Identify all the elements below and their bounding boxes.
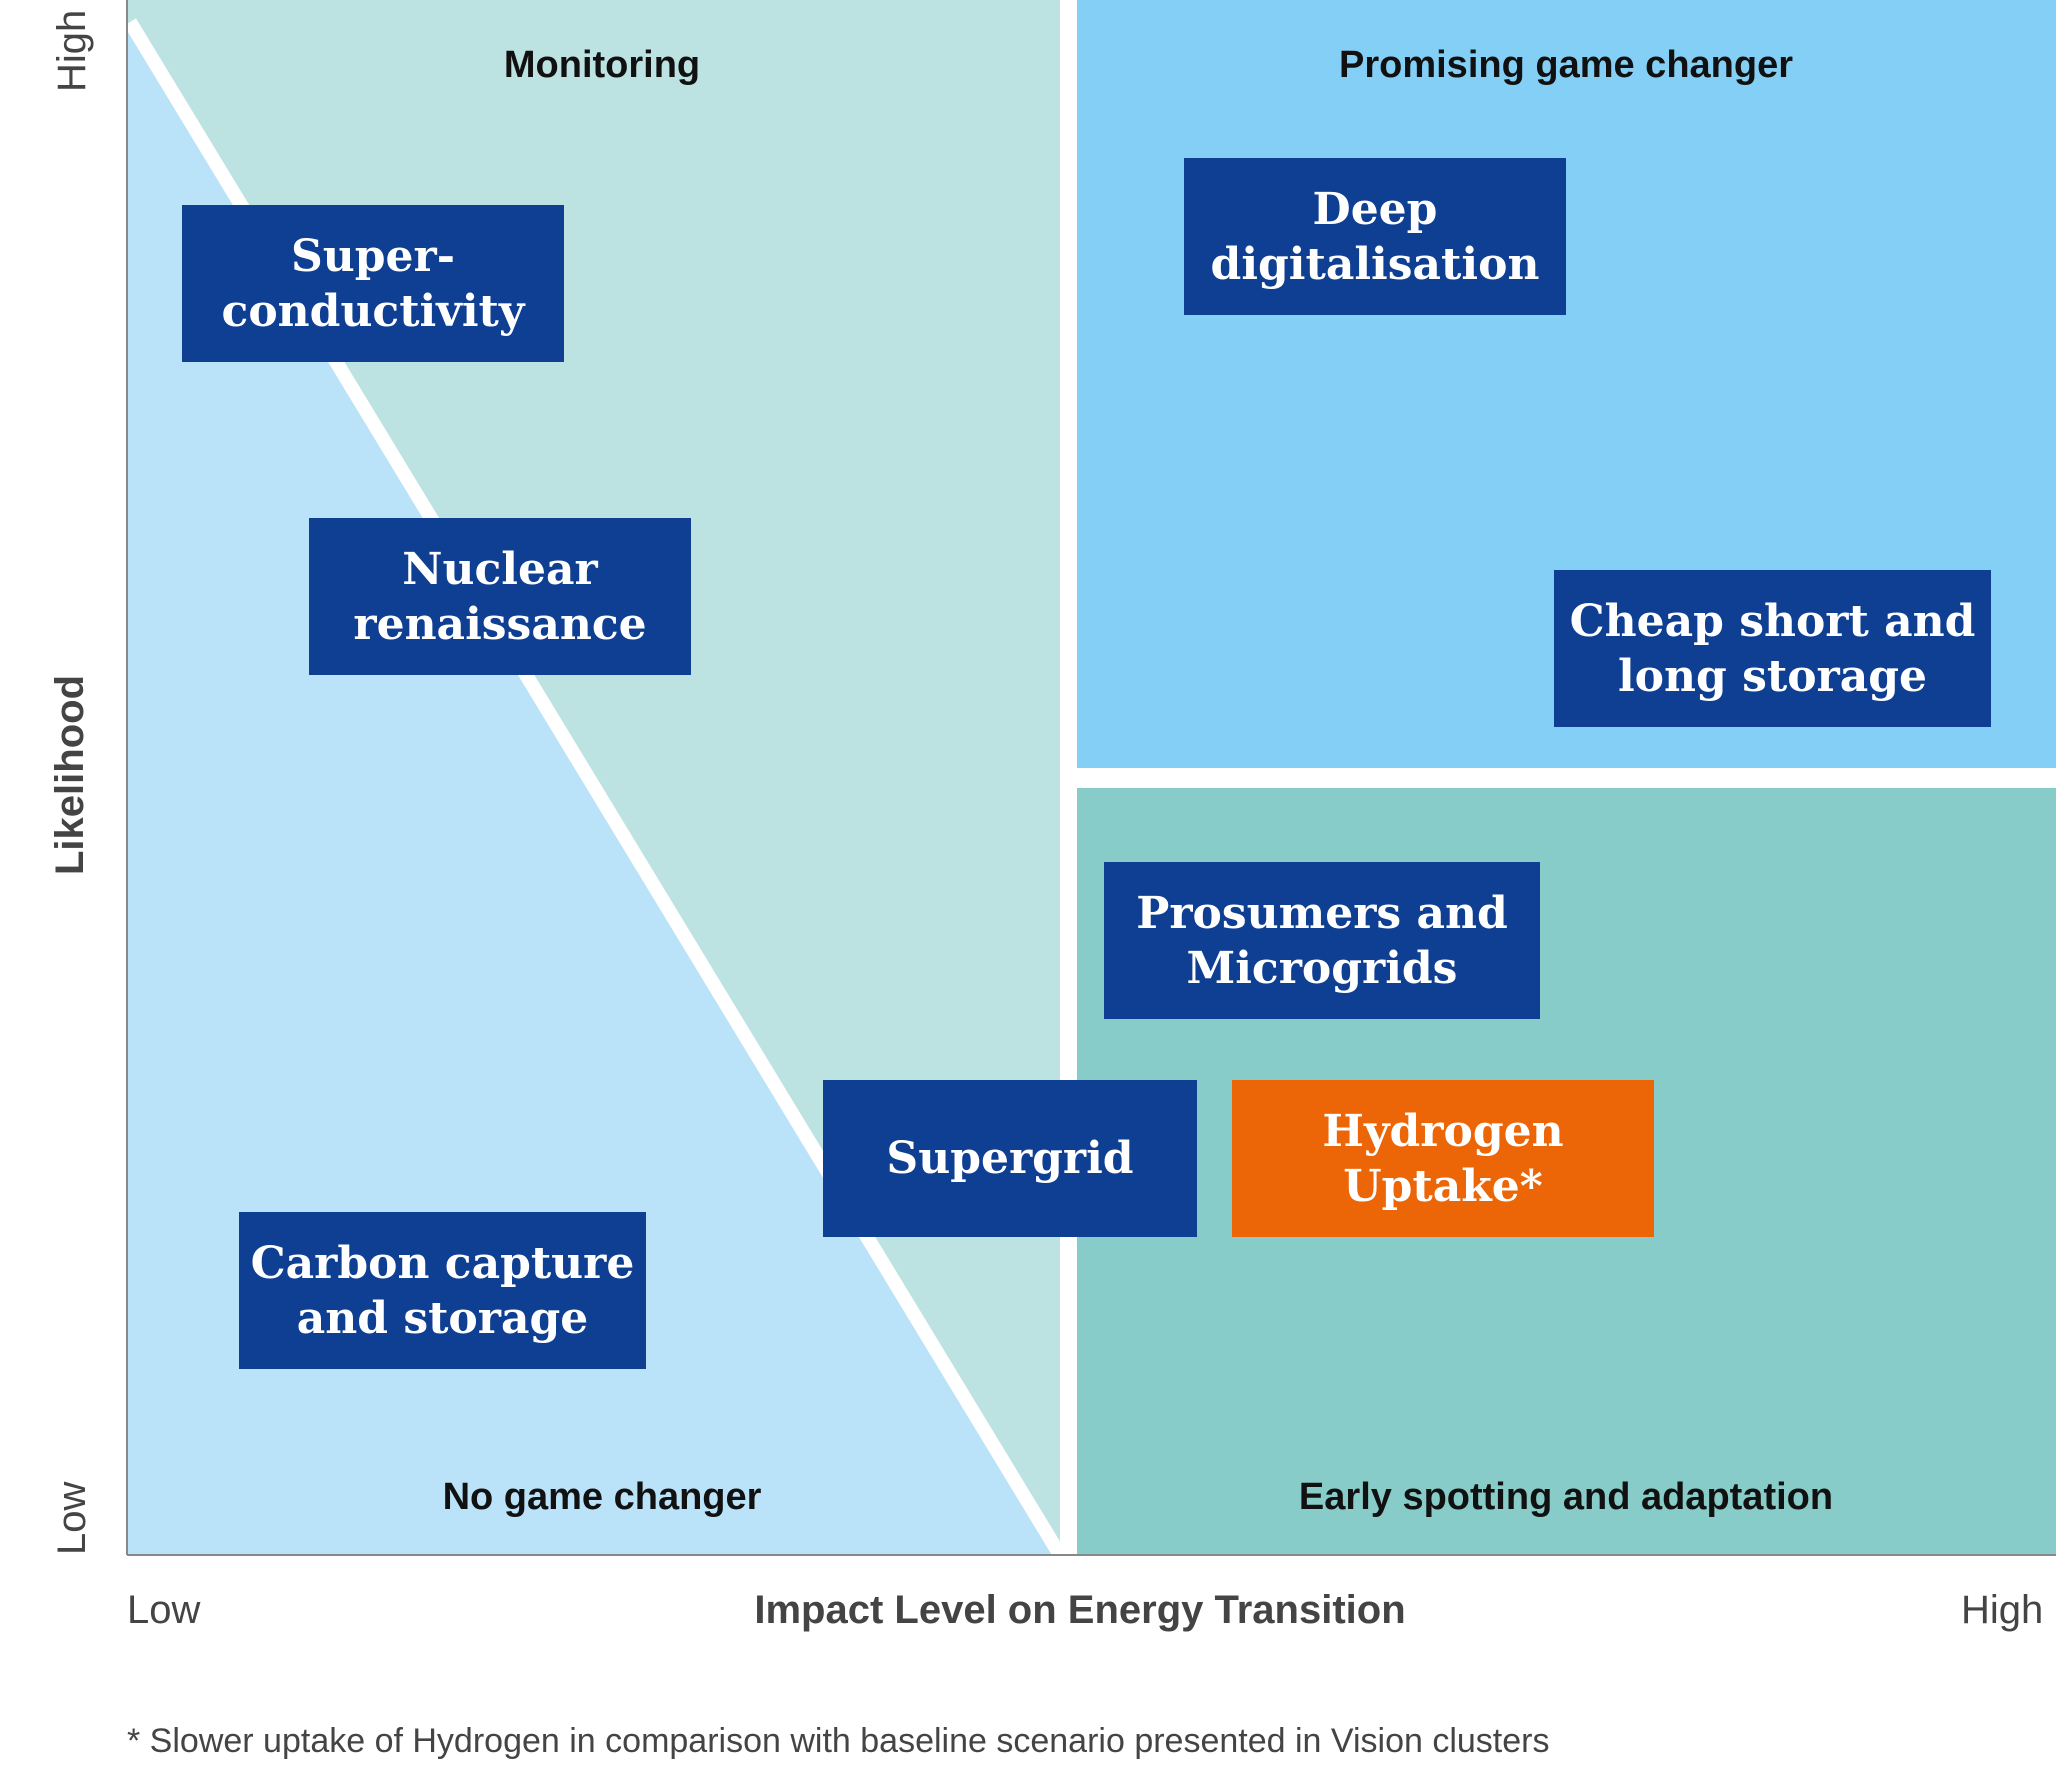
- box-carbon-capture: Carbon capture and storage: [239, 1212, 646, 1369]
- quadrant-label-early-spotting: Early spotting and adaptation: [1298, 1476, 1834, 1518]
- box-superconductivity: Super- conductivity: [182, 205, 564, 362]
- y-axis-low-label: Low: [50, 1481, 94, 1555]
- box-cheap-storage: Cheap short and long storage: [1554, 570, 1991, 727]
- x-axis-title: Impact Level on Energy Transition: [754, 1588, 1406, 1632]
- y-axis-high-label: High: [50, 9, 94, 92]
- quadrant-label-promising: Promising game changer: [1338, 44, 1794, 86]
- quadrant-label-no-game-changer: No game changer: [442, 1476, 762, 1518]
- x-axis-low-label: Low: [127, 1588, 201, 1632]
- box-hydrogen-uptake: Hydrogen Uptake*: [1232, 1080, 1654, 1237]
- x-axis-high-label: High: [1961, 1588, 2044, 1632]
- box-supergrid: Supergrid: [823, 1080, 1197, 1237]
- box-prosumers-microgrids: Prosumers and Microgrids: [1104, 862, 1540, 1019]
- box-nuclear-renaissance: Nuclear renaissance: [309, 518, 691, 675]
- footnote: * Slower uptake of Hydrogen in compariso…: [127, 1722, 1550, 1760]
- box-deep-digitalisation: Deep digitalisation: [1184, 158, 1566, 315]
- y-axis-title: Likelihood: [48, 675, 92, 875]
- quadrant-label-monitoring: Monitoring: [503, 44, 701, 86]
